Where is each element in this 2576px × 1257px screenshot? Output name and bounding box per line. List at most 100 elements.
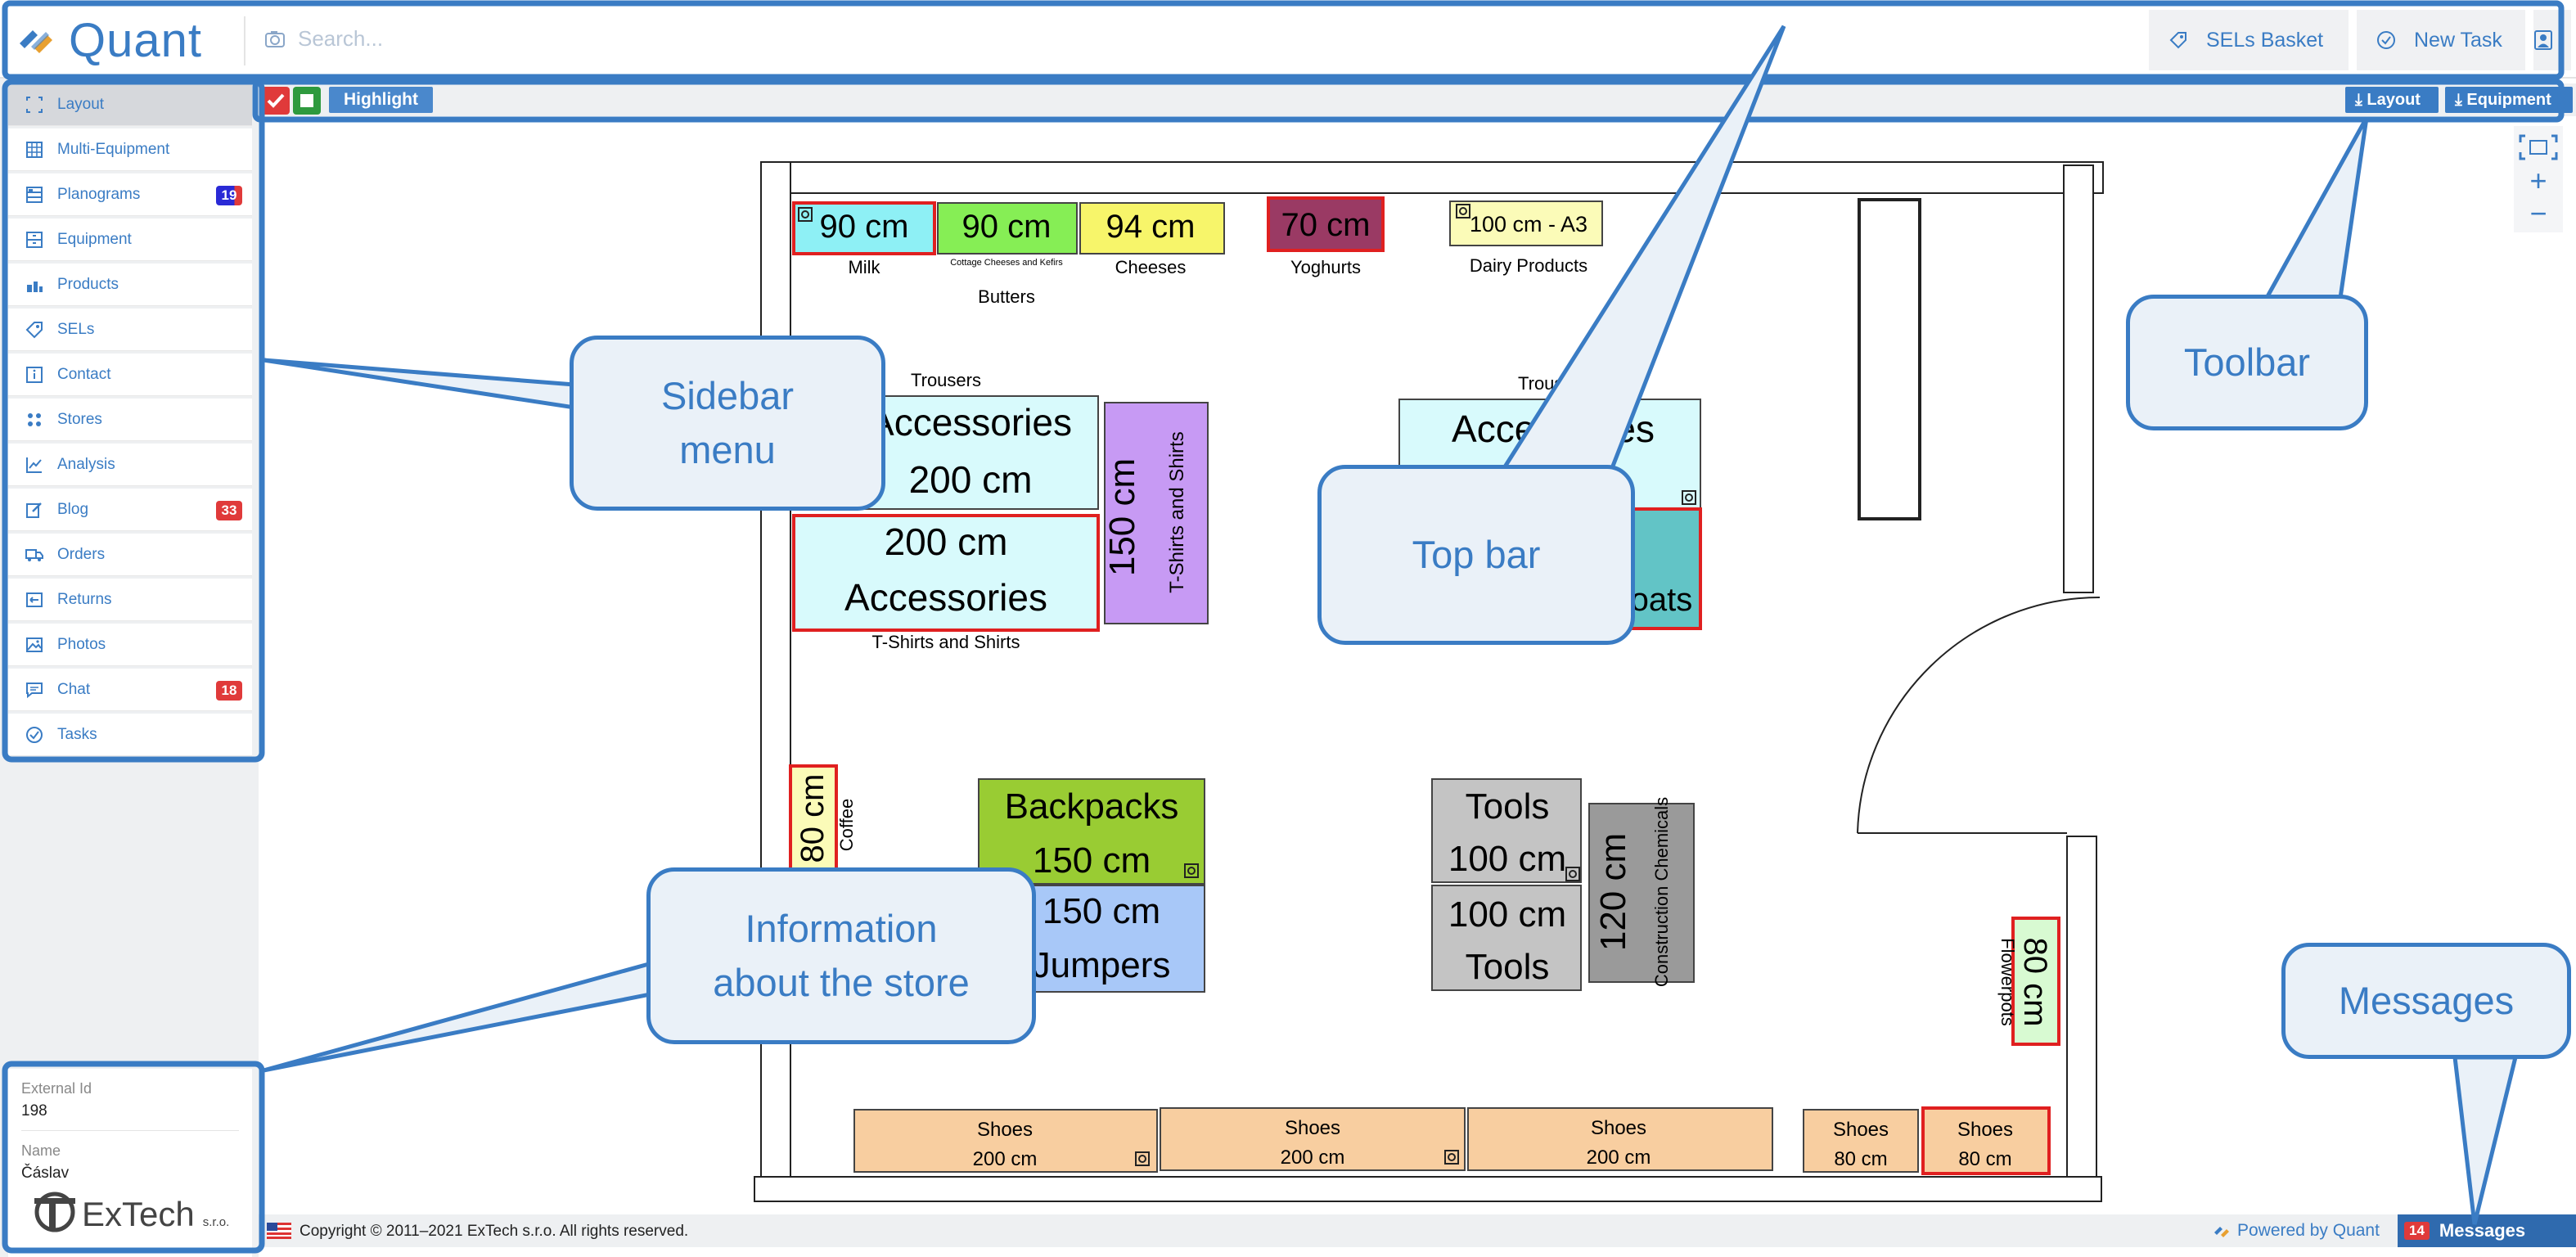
sidebar-item-analysis[interactable]: Analysis: [8, 444, 252, 486]
callout-info-line2: about the store: [713, 961, 970, 1004]
shelf-shoes-3[interactable]: Shoes 200 cm: [1467, 1107, 1773, 1171]
shelf-dairy-size: 100 cm - A3: [1470, 212, 1587, 237]
shelf-shoes-5[interactable]: Shoes 80 cm: [1921, 1106, 2051, 1175]
shelf-coffee-size: 80 cm: [795, 774, 831, 863]
download-equipment-button[interactable]: ⤓ Equipment: [2445, 87, 2573, 113]
zoom-in-icon[interactable]: +: [2529, 164, 2547, 197]
download-layout-label: Layout: [2367, 91, 2421, 109]
planograms-icon: [26, 186, 43, 203]
shelf-tshirts[interactable]: 150 cm T-Shirts and Shirts: [1102, 402, 1209, 624]
shelf-cheeses-caption: Cheeses: [1115, 257, 1187, 277]
shelf-construction-chemicals[interactable]: 120 cm Construction Chemicals: [1588, 797, 1695, 987]
shelf-yoghurts[interactable]: 70 cm Yoghurts: [1267, 196, 1385, 277]
top-bar: Quant SELs Basket New Task: [0, 0, 2576, 79]
shelf-accessories-bottom[interactable]: 200 cm Accessories T-Shirts and Shirts: [792, 514, 1100, 652]
store-floor-plan[interactable]: 90 cm Milk 90 cm Cottage Cheeses and Kef…: [259, 116, 2501, 1213]
user-icon: [2534, 30, 2552, 50]
messages-count-badge: 14: [2404, 1222, 2430, 1240]
sidebar-item-multi-equipment[interactable]: Multi-Equipment: [8, 128, 252, 171]
powered-by-link[interactable]: Powered by Quant: [2213, 1221, 2380, 1241]
user-profile-button[interactable]: [2533, 10, 2571, 70]
shelf-backpacks[interactable]: Backpacks 150 cm: [978, 778, 1205, 885]
sidebar-item-label: Multi-Equipment: [57, 140, 170, 158]
shelf-milk-size: 90 cm: [820, 209, 909, 245]
shelf-butters[interactable]: 90 cm Cottage Cheeses and Kefirs Butters: [937, 202, 1078, 307]
footer: Copyright © 2011–2021 ExTech s.r.o. All …: [259, 1214, 2576, 1247]
shelf-shoes-4-line2: 80 cm: [1834, 1148, 1887, 1170]
shelf-shoes-2[interactable]: Shoes 200 cm: [1160, 1107, 1466, 1171]
shelf-dairy-products[interactable]: 100 cm - A3 Dairy Products: [1449, 200, 1603, 276]
check-circle-icon: [2377, 31, 2395, 49]
check-circle-icon: [26, 726, 43, 743]
checkmark-icon: [267, 93, 285, 108]
sidebar-item-photos[interactable]: Photos: [8, 624, 252, 666]
download-layout-button[interactable]: ⤓ Layout: [2345, 87, 2439, 113]
sidebar-item-orders[interactable]: Orders: [8, 534, 252, 576]
chat-icon: [26, 682, 43, 698]
sidebar-item-products[interactable]: Products: [8, 264, 252, 306]
download-equipment-label: Equipment: [2466, 91, 2551, 109]
zoom-out-icon[interactable]: −: [2529, 196, 2547, 230]
sidebar-item-sels[interactable]: SELs: [8, 309, 252, 351]
shelf-acc-top-line1: Accessories: [869, 401, 1072, 444]
sidebar-item-stores[interactable]: Stores: [8, 399, 252, 441]
quant-logo-icon: [2214, 1227, 2229, 1237]
new-task-label: New Task: [2414, 28, 2502, 52]
sidebar-item-layout[interactable]: Layout: [8, 83, 252, 126]
fit-to-screen-icon[interactable]: [2514, 133, 2563, 162]
sidebar-item-label: SELs: [57, 320, 95, 338]
shelf-tools-1[interactable]: Tools 100 cm: [1431, 778, 1582, 883]
shelf-tshirts-sub: T-Shirts and Shirts: [1166, 431, 1188, 592]
shelf-shoes-1[interactable]: Shoes 200 cm: [853, 1109, 1158, 1173]
shelf-butters-caption: Butters: [978, 286, 1035, 307]
search-input[interactable]: [298, 26, 1034, 52]
shelf-tools-2[interactable]: 100 cm Tools: [1431, 885, 1582, 991]
download-icon: ⤓: [2355, 91, 2367, 109]
sidebar-item-label: Photos: [57, 635, 106, 653]
shelf-shoes-2-line2: 200 cm: [1281, 1147, 1345, 1169]
count-badge: 18: [216, 681, 242, 701]
new-task-button[interactable]: New Task: [2357, 10, 2525, 70]
shelf-acc-right-line1: Accessories: [1452, 408, 1655, 450]
us-flag-icon[interactable]: [267, 1223, 291, 1239]
quant-logo-icon: [20, 30, 52, 53]
copyright-text: Copyright © 2011–2021 ExTech s.r.o. All …: [299, 1223, 689, 1240]
messages-button[interactable]: 14 Messages: [2398, 1214, 2576, 1247]
shelf-coffee[interactable]: 80 cm Coffee: [789, 764, 857, 874]
shelf-butters-size: 90 cm: [962, 209, 1052, 245]
shelf-flowerpots[interactable]: 80 cm Flowerpots: [1997, 917, 2060, 1046]
company-name: ExTech: [82, 1195, 195, 1233]
checkbox-square: [300, 94, 313, 107]
sidebar-item-returns[interactable]: Returns: [8, 579, 252, 621]
multi-equipment-icon: [26, 141, 43, 158]
shelf-backpacks-line1: Backpacks: [1005, 786, 1179, 827]
products-icon: [27, 281, 43, 292]
app-name: Quant: [69, 13, 202, 67]
shelf-cheeses[interactable]: 94 cm Cheeses: [1079, 202, 1225, 277]
shelf-tools-2-line2: Tools: [1466, 947, 1550, 987]
callout-messages: Messages: [2281, 943, 2571, 1059]
shelf-shoes-4[interactable]: Shoes 80 cm: [1803, 1109, 1919, 1173]
sidebar-item-label: Equipment: [57, 230, 132, 248]
shelf-shoes-4-line1: Shoes: [1833, 1119, 1889, 1141]
highlight-checkbox-red[interactable]: [262, 87, 290, 115]
highlight-button[interactable]: Highlight: [329, 87, 433, 113]
sidebar-item-tasks[interactable]: Tasks: [8, 714, 252, 756]
callout-sidebar-line2: menu: [679, 428, 776, 471]
sidebar-item-equipment[interactable]: Equipment: [8, 219, 252, 261]
shelf-tshirts-size: 150 cm: [1102, 458, 1142, 576]
camera-icon[interactable]: [263, 28, 286, 51]
shelf-construction-sub: Construction Chemicals: [1651, 797, 1672, 987]
highlight-checkbox-green[interactable]: [293, 87, 321, 115]
info-icon: [26, 366, 43, 383]
shelf-milk[interactable]: 90 cm Milk: [792, 201, 936, 277]
app-logo[interactable]: Quant: [15, 11, 202, 69]
shelf-shoes-2-line1: Shoes: [1285, 1117, 1340, 1139]
sels-basket-button[interactable]: SELs Basket: [2149, 10, 2349, 70]
sidebar-item-contact[interactable]: Contact: [8, 354, 252, 396]
